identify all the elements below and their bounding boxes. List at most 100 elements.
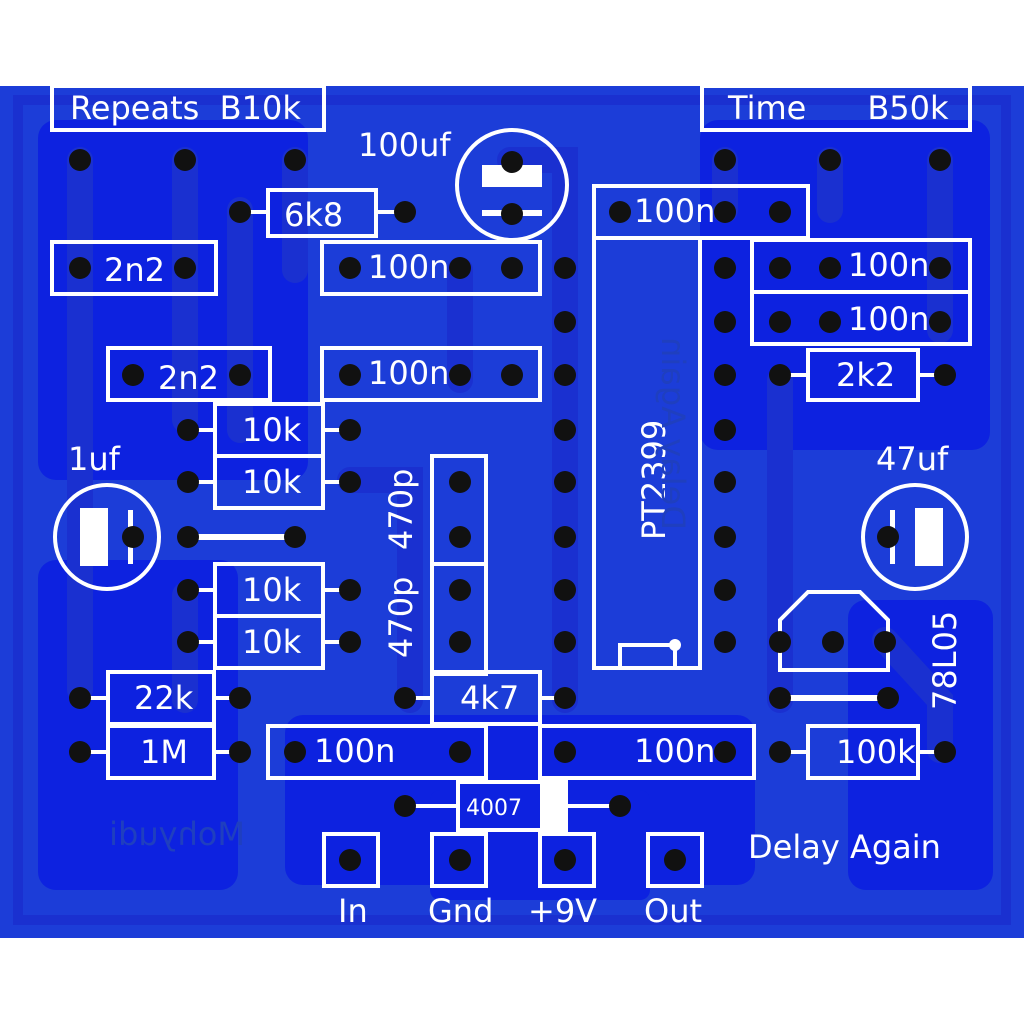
cap-470p-b-label: 470p — [382, 577, 420, 658]
solder-pad — [934, 741, 956, 763]
solder-pad — [819, 257, 841, 279]
solder-pad — [339, 364, 361, 386]
solder-pad — [769, 201, 791, 223]
solder-pad — [449, 364, 471, 386]
solder-pad — [554, 631, 576, 653]
solder-pad — [177, 419, 199, 441]
solder-pad — [284, 526, 306, 548]
cap-2n2-a: 2n2 — [50, 240, 218, 296]
connector-out-label: Out — [644, 892, 702, 930]
connector-gnd-label: Gnd — [428, 892, 493, 930]
solder-pad — [554, 311, 576, 333]
solder-pad — [714, 201, 736, 223]
solder-pad — [769, 257, 791, 279]
regulator-label: 78L05 — [926, 611, 964, 710]
solder-pad — [714, 631, 736, 653]
connector-gnd: Gnd — [428, 832, 493, 930]
solder-pad — [174, 257, 196, 279]
solder-pad — [714, 149, 736, 171]
solder-pad — [934, 364, 956, 386]
solder-pad — [929, 311, 951, 333]
cap-470p-a-label: 470p — [382, 469, 420, 550]
solder-pad — [284, 149, 306, 171]
cap-100n-d-label: 100n — [848, 300, 929, 338]
resistor-10k-a-label: 10k — [242, 411, 302, 449]
cap-100n-f-label: 100n — [314, 732, 395, 770]
cap-100n-e-label: 100n — [368, 354, 449, 392]
solder-pad — [339, 419, 361, 441]
solder-pad — [394, 687, 416, 709]
ic-label: PT2399 — [635, 420, 673, 540]
connector-out: Out — [644, 832, 704, 930]
time-pot-label: Time B50k — [727, 89, 949, 127]
solder-pad — [554, 364, 576, 386]
connector-9v-label: +9V — [528, 892, 597, 930]
resistor-2k2-label: 2k2 — [836, 356, 895, 394]
cap-100n-c: 100n — [750, 238, 972, 294]
solder-pad — [69, 741, 91, 763]
cap-47uf-label: 47uf — [876, 440, 949, 478]
resistor-2k2: 2k2 — [780, 348, 945, 402]
solder-pad — [554, 419, 576, 441]
cap-100n-c-label: 100n — [848, 246, 929, 284]
solder-pad — [177, 579, 199, 601]
board-title: Delay Again — [748, 828, 941, 866]
connector-in: In — [322, 832, 380, 930]
resistor-6k8-label: 6k8 — [284, 196, 343, 234]
solder-pad — [554, 257, 576, 279]
solder-pad — [554, 687, 576, 709]
resistor-10k-d: 10k — [188, 614, 350, 670]
solder-pad — [769, 364, 791, 386]
solder-pad — [229, 201, 251, 223]
solder-pad — [449, 579, 471, 601]
solder-pad — [714, 419, 736, 441]
resistor-10k-b: 10k — [188, 454, 350, 510]
solder-pad — [769, 741, 791, 763]
time-pot-outline: Time B50k — [700, 84, 972, 132]
cap-100n-f: 100n — [266, 724, 488, 780]
solder-pad — [609, 201, 631, 223]
solder-pad — [929, 257, 951, 279]
cap-2n2-b: 2n2 — [106, 346, 272, 402]
solder-pad — [229, 687, 251, 709]
solder-pad — [874, 631, 896, 653]
cap-100n-g: 100n — [538, 724, 756, 780]
resistor-100k: 100k — [780, 724, 945, 780]
solder-pad — [449, 471, 471, 493]
resistor-4k7-label: 4k7 — [460, 679, 519, 717]
solder-pad — [339, 579, 361, 601]
solder-pad — [177, 471, 199, 493]
solder-pad — [339, 257, 361, 279]
solder-pad — [449, 849, 471, 871]
solder-pad — [501, 203, 523, 225]
solder-pad — [714, 471, 736, 493]
solder-pad — [714, 579, 736, 601]
resistor-22k-label: 22k — [134, 679, 194, 717]
solder-pad — [449, 257, 471, 279]
solder-pad — [714, 741, 736, 763]
solder-pad — [819, 149, 841, 171]
cap-100n-g-label: 100n — [634, 732, 715, 770]
solder-pad — [554, 741, 576, 763]
repeats-pot-outline: Repeats B10k — [50, 84, 326, 132]
repeats-pot-label: Repeats B10k — [70, 89, 301, 127]
cap-2n2-b-label: 2n2 — [158, 359, 219, 397]
solder-pad — [769, 631, 791, 653]
solder-pad — [501, 364, 523, 386]
solder-pad — [714, 364, 736, 386]
solder-pad — [69, 687, 91, 709]
solder-pad — [449, 741, 471, 763]
solder-pad — [929, 149, 951, 171]
solder-pad — [769, 687, 791, 709]
solder-pad — [819, 311, 841, 333]
resistor-100k-label: 100k — [836, 733, 916, 771]
solder-pad — [394, 201, 416, 223]
resistor-1m: 1M — [80, 724, 240, 780]
solder-pad — [69, 149, 91, 171]
cap-100n-d: 100n — [750, 290, 972, 346]
solder-pad — [822, 631, 844, 653]
back-credit: Mohyudi — [109, 815, 245, 853]
solder-pad — [554, 579, 576, 601]
resistor-10k-d-label: 10k — [242, 623, 302, 661]
